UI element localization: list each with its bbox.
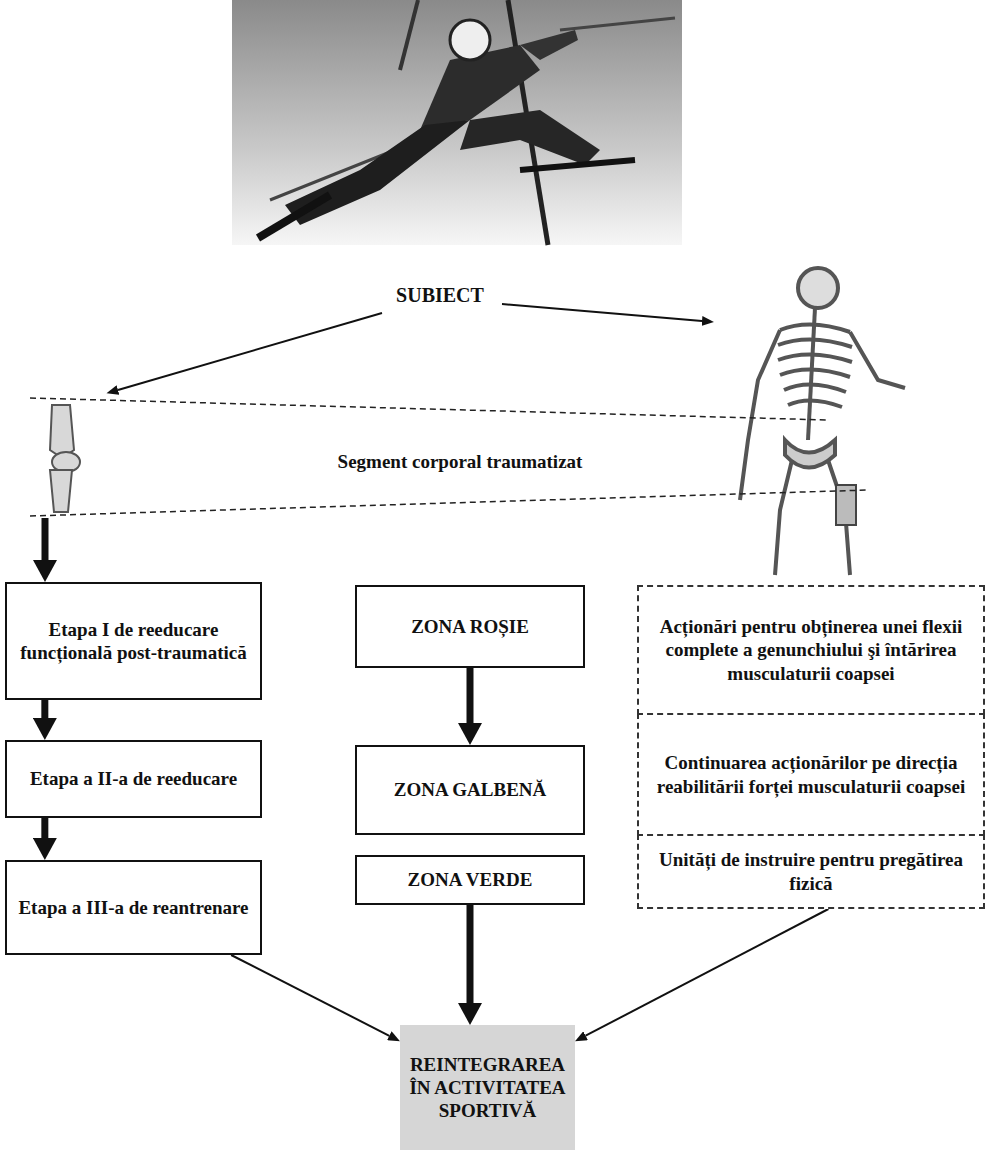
zone-box: ZONA ROȘIE [355,585,585,668]
rib [778,339,852,347]
thick-arrow [41,700,48,718]
flow-arrow [42,518,49,560]
rib [780,369,850,377]
zone-box: ZONA GALBENĂ [355,745,585,835]
thin-arrow [231,955,389,1036]
ski-pole [560,18,675,30]
gate-pole [400,0,418,70]
rib [784,384,846,392]
arm-bone [850,332,905,388]
node-text: Etapa I de reeducare funcțională post-tr… [16,618,251,664]
skier-helmet [450,20,490,60]
outcome-box: REINTEGRAREA ÎN ACTIVITATEA SPORTIVĂ [400,1025,575,1150]
node-text: ZONA VERDE [408,868,533,891]
rib [778,354,852,362]
node-text: ZONA ROȘIE [411,615,529,638]
zone-box: ZONA VERDE [355,855,585,905]
node-text: Continuarea acționărilor pe direcția rea… [648,751,974,797]
knee-detail [50,405,80,512]
node-text: REINTEGRAREA ÎN ACTIVITATEA SPORTIVĂ [409,1053,566,1123]
skier-leg [460,110,600,165]
dashed-guide [30,490,868,516]
stage-box: Etapa I de reeducare funcțională post-tr… [5,582,262,700]
leg-bone [775,460,792,575]
ski [520,160,635,170]
leader-arrow [502,304,702,321]
skull [798,268,838,308]
action-box: Continuarea acționărilor pe direcția rea… [637,713,985,836]
node-text: Acționări pentru obținerea unei flexii c… [648,615,974,685]
rib [788,400,842,407]
node-text: Etapa a III-a de reantrenare [18,896,248,919]
arm-bone [740,330,780,500]
thin-arrow [586,909,829,1036]
stage-box: Etapa a II-a de reeducare [5,740,262,818]
skier-arm [520,30,578,60]
tibia-bone [50,470,72,512]
thick-arrow [467,905,474,1003]
femur-bone [50,405,74,458]
photo-ground [232,0,682,245]
node-text: ZONA GALBENĂ [394,778,547,801]
node-text: Unități de instruire pentru pregătirea f… [648,848,974,894]
rib [780,324,850,332]
stage-box: Etapa a III-a de reantrenare [5,860,262,955]
subject-label: SUBIECT [393,284,487,307]
dashed-guide [30,398,828,420]
thick-arrow [467,668,474,723]
skier-photo [232,0,682,245]
segment-label: Segment corporal traumatizat [335,451,586,473]
action-box: Unități de instruire pentru pregătirea f… [637,834,985,909]
action-box: Acționări pentru obținerea unei flexii c… [637,585,985,715]
skeleton-figure [740,268,905,575]
leader-arrow [118,313,382,390]
thick-arrow [41,818,48,838]
ski [258,195,330,238]
node-text: Etapa a II-a de reeducare [30,767,237,790]
